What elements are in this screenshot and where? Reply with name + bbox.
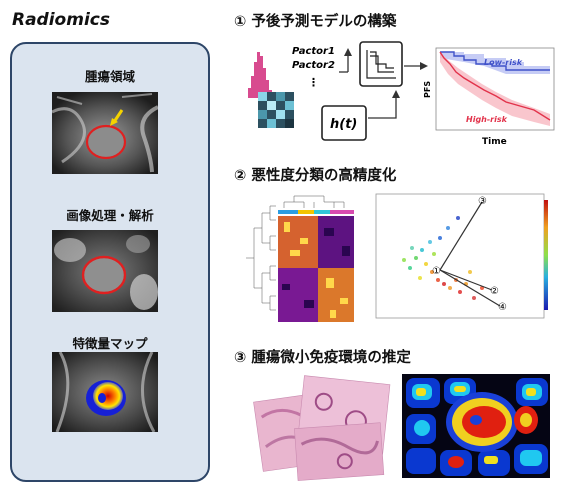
immune-heatmap-grid bbox=[402, 374, 550, 478]
section-title-malignancy-classification: ② 悪性度分類の高精度化 bbox=[234, 168, 397, 184]
step-label-tumor-region: 腫瘍領域 bbox=[84, 69, 135, 84]
kaplan-meier-plot bbox=[435, 47, 555, 131]
pca-marker-4: ④ bbox=[498, 302, 507, 313]
factor-1-label: Pactor1 bbox=[292, 46, 335, 57]
section-title-prognosis-model: ① 予後予測モデルの構築 bbox=[234, 14, 397, 30]
step-label-image-processing: 画像処理・解析 bbox=[66, 208, 154, 223]
pca-marker-3: ③ bbox=[478, 196, 487, 207]
histology-slides-image bbox=[253, 375, 391, 481]
classification-figures: ③ ① ② ④ bbox=[246, 193, 548, 322]
high-risk-label: High-risk bbox=[466, 115, 508, 124]
heatmap-dendrogram bbox=[246, 195, 345, 311]
step-label-feature-map: 特徴量マップ bbox=[72, 336, 148, 351]
prognosis-model-diagram: Pactor1 Pactor2 ⋮ h(t) Low-risk High-ris… bbox=[248, 41, 555, 147]
immune-figures bbox=[253, 374, 550, 481]
mri-feature-map-image bbox=[52, 352, 158, 432]
brand-title: Radiomics bbox=[12, 10, 110, 30]
hazard-function-label: h(t) bbox=[330, 117, 357, 132]
pca-marker-2: ② bbox=[490, 286, 499, 297]
km-x-axis-label: Time bbox=[482, 137, 507, 147]
pca-biplot bbox=[375, 193, 548, 319]
low-risk-label: Low-risk bbox=[484, 58, 523, 67]
heatmap-group-bar bbox=[278, 210, 354, 214]
feature-heatmap bbox=[278, 216, 354, 322]
feature-histogram bbox=[248, 52, 272, 98]
texture-matrix-icon bbox=[258, 92, 294, 128]
pca-marker-1: ① bbox=[432, 266, 441, 277]
section-title-immune-microenvironment: ③ 腫瘍微小免疫環境の推定 bbox=[234, 350, 411, 366]
factor-2-label: Pactor2 bbox=[292, 60, 335, 71]
survival-model-box bbox=[359, 41, 403, 87]
factor-ellipsis: ⋮ bbox=[308, 76, 319, 89]
km-y-axis-label: PFS bbox=[423, 81, 432, 98]
mri-processed-image bbox=[52, 230, 158, 312]
mri-tumor-roi-image bbox=[52, 92, 158, 174]
